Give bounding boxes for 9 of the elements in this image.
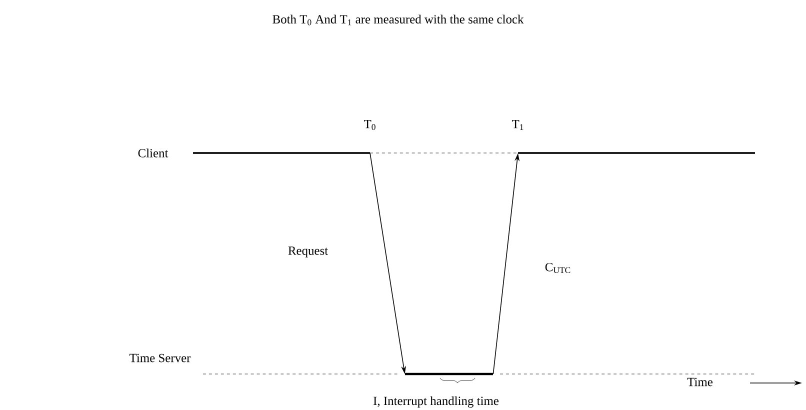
edge-label: C$_{UTC}$: [545, 262, 570, 274]
brace-label: I, Interrupt handling time: [374, 396, 499, 408]
time-label: T$_{1}$: [512, 120, 524, 130]
lane-label: Time Server: [130, 354, 191, 362]
lane-label: Client: [138, 148, 168, 158]
title: Both T$_{0}$ And T$_{1}$ are measured with the same clock: [272, 14, 524, 26]
edge-label: Request: [288, 246, 328, 258]
time-label: T$_{0}$: [364, 120, 376, 130]
axis-label: Time: [687, 378, 712, 386]
